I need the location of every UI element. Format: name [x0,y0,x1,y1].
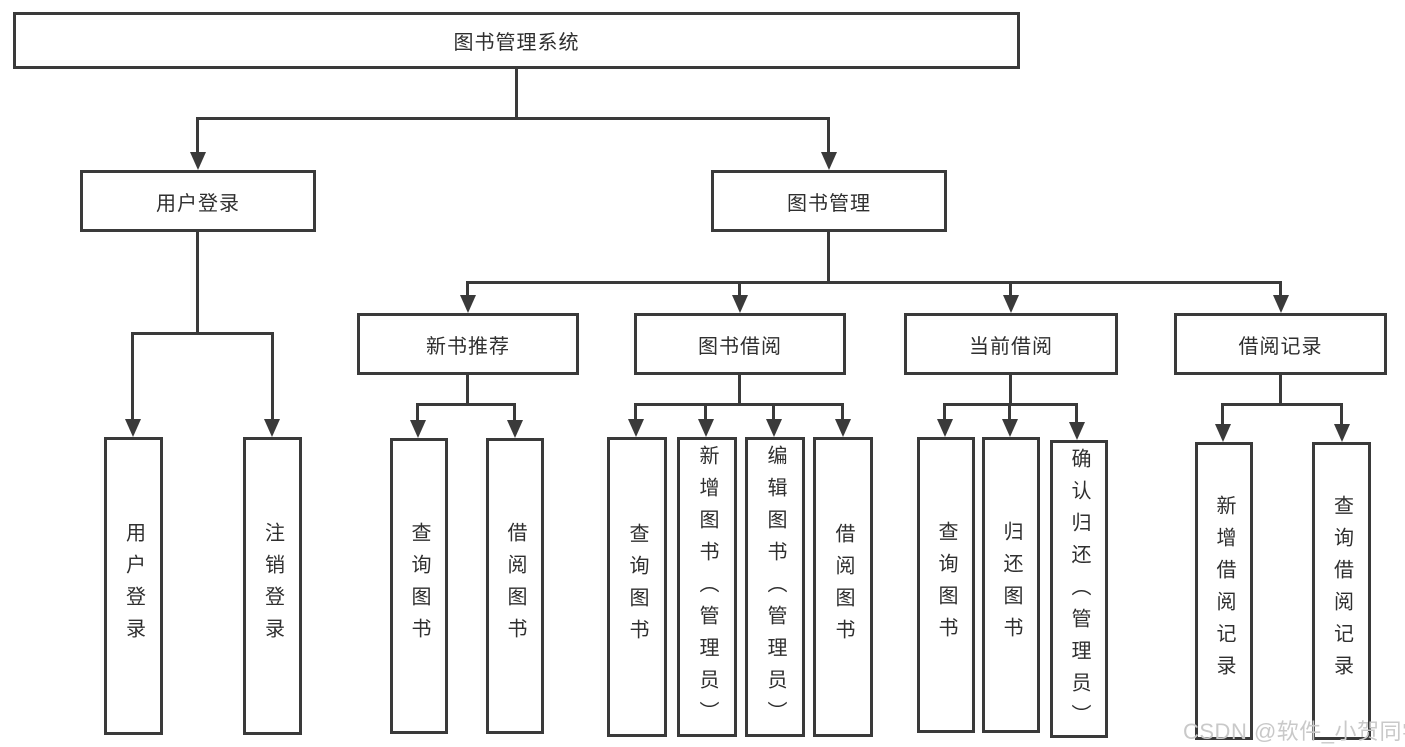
leaf-label: 借阅图书 [832,523,854,651]
node-label: 图书借阅 [698,335,782,358]
leaf-label: 确认归还（管理员） [1068,448,1090,736]
node-label: 用户登录 [156,192,240,215]
connector-book-mgmt-stem [827,232,830,284]
leaf-query-book-2: 查询图书 [607,437,667,737]
node-label: 图书管理 [787,192,871,215]
node-label: 图书管理系统 [453,32,580,54]
connector-new-book-rec-rail [416,403,516,406]
leaf-label: 查询图书 [626,523,648,651]
leaf-return-book: 归还图书 [982,437,1040,733]
leaf-logout: 注销登录 [243,437,302,735]
arrowhead-current-borrow [1003,295,1019,313]
leaf-query-book-3: 查询图书 [917,437,975,733]
connector-to-borrow-record [1279,281,1282,298]
arrowhead-leaf-borrow-book-2 [835,419,851,437]
arrowhead-borrow-record [1273,295,1289,313]
leaf-edit-book-admin: 编辑图书（管理员） [745,437,805,737]
connector-to-user-login [196,117,199,154]
connector-borrow-record-stem [1279,375,1282,406]
connector-user-login-rail [131,332,273,335]
arrowhead-leaf-return-book [1002,419,1018,437]
connector-to-leaf-query-book-3 [943,403,946,421]
node-current-borrowing: 当前借阅 [904,313,1118,375]
connector-current-borrow-stem [1009,375,1012,406]
connector-book-borrow-rail [634,403,843,406]
node-book-management: 图书管理 [711,170,947,232]
connector-to-leaf-confirm-return [1075,403,1078,424]
connector-to-leaf-user-login [131,332,134,423]
leaf-label: 查询图书 [935,521,957,649]
arrowhead-new-book-rec [460,295,476,313]
connector-new-book-rec-stem [466,375,469,406]
arrowhead-book-borrow [732,295,748,313]
arrowhead-leaf-query-book-2 [628,419,644,437]
node-label: 新书推荐 [426,335,510,358]
leaf-borrow-book-1: 借阅图书 [486,438,544,734]
arrowhead-user-login [190,152,206,170]
connector-to-leaf-add-borrow-record [1221,403,1224,426]
leaf-label: 新增借阅记录 [1213,495,1235,687]
arrowhead-book-mgmt [821,152,837,170]
leaf-query-book-1: 查询图书 [390,438,448,734]
node-new-book-recommend: 新书推荐 [357,313,579,375]
arrowhead-leaf-logout [264,419,280,437]
node-label: 当前借阅 [969,335,1053,358]
leaf-label: 查询借阅记录 [1330,495,1353,687]
connector-book-borrow-stem [738,375,741,406]
leaf-label: 新增图书（管理员） [696,445,718,733]
csdn-watermark: CSDN @软件_小贺同学 [1183,719,1405,744]
leaf-confirm-return-admin: 确认归还（管理员） [1050,440,1108,738]
arrowhead-leaf-add-book [698,419,714,437]
connector-root-stem [515,69,518,118]
leaf-label: 注销登录 [261,522,284,650]
connector-to-leaf-query-book-2 [634,403,637,421]
connector-to-leaf-borrow-book-1 [513,403,516,423]
connector-to-book-borrow [738,281,741,298]
connector-book-mgmt-rail [466,281,1282,284]
node-book-borrowing: 图书借阅 [634,313,846,375]
arrowhead-leaf-query-borrow-record [1334,424,1350,442]
leaf-query-borrow-record: 查询借阅记录 [1312,442,1371,740]
leaf-label: 借阅图书 [504,522,526,650]
connector-to-leaf-borrow-book-2 [841,403,844,421]
connector-to-leaf-edit-book [772,403,775,421]
connector-to-leaf-logout [271,332,274,423]
leaf-add-borrow-record: 新增借阅记录 [1195,442,1253,740]
leaf-label: 归还图书 [1000,521,1022,649]
leaf-label: 编辑图书（管理员） [764,445,786,733]
connector-user-login-stem [196,232,199,335]
connector-to-book-mgmt [827,117,830,154]
leaf-label: 查询图书 [408,522,430,650]
leaf-borrow-book-2: 借阅图书 [813,437,873,737]
connector-to-leaf-return-book [1008,403,1011,421]
connector-to-current-borrow [1009,281,1012,298]
connector-to-leaf-add-book [704,403,707,421]
arrowhead-leaf-confirm-return [1069,422,1085,440]
connector-to-new-book-rec [466,281,469,298]
connector-root-rail [196,117,830,120]
leaf-user-login: 用户登录 [104,437,163,735]
node-library-management-system: 图书管理系统 [13,12,1020,69]
arrowhead-leaf-add-borrow-record [1215,424,1231,442]
leaf-label: 用户登录 [122,522,145,650]
arrowhead-leaf-query-book-1 [410,420,426,438]
node-user-login: 用户登录 [80,170,316,232]
connector-borrow-record-rail [1221,403,1342,406]
connector-to-leaf-query-book-1 [416,403,419,423]
arrowhead-leaf-user-login [125,419,141,437]
node-label: 借阅记录 [1238,335,1323,358]
arrowhead-leaf-edit-book [766,419,782,437]
leaf-add-book-admin: 新增图书（管理员） [677,437,737,737]
arrowhead-leaf-query-book-3 [937,419,953,437]
connector-to-leaf-query-borrow-record [1340,403,1343,426]
node-borrowing-records: 借阅记录 [1174,313,1387,375]
arrowhead-leaf-borrow-book-1 [507,420,523,438]
